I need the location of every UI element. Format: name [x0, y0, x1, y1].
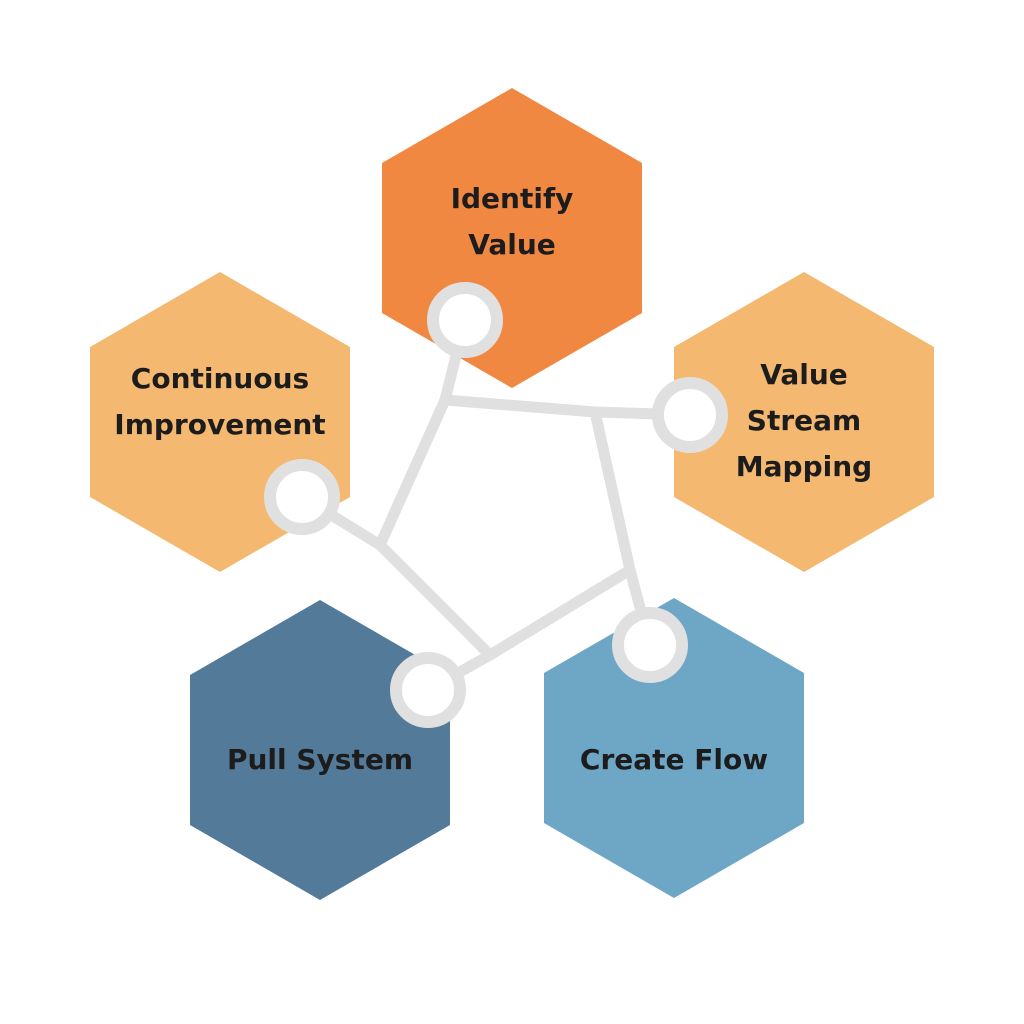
hexagon-label-line: Stream: [747, 404, 861, 437]
node-circle-pull-system: [390, 652, 466, 728]
hexagon-label-line: Identify: [451, 182, 574, 215]
hexagon-label-line: Value: [468, 228, 556, 261]
connector-line: [374, 394, 451, 551]
hexagon-label-pull-system: Pull System: [227, 743, 413, 776]
hexagon-pull-system: [190, 600, 450, 900]
node-circle-identify-value: [427, 282, 503, 358]
connector-line: [484, 564, 636, 661]
hexagon-label-line: Continuous: [131, 362, 309, 395]
connector-line: [439, 394, 601, 418]
node-circle-continuous-improvement: [264, 459, 340, 535]
hexagon-label-line: Pull System: [227, 743, 413, 776]
hexagon-label-line: Value: [760, 358, 848, 391]
hexagon-label-create-flow: Create Flow: [580, 743, 768, 776]
hexagon-label-line: Mapping: [736, 450, 872, 483]
connector-line: [374, 539, 496, 661]
hexagon-value-stream-mapping: [674, 272, 934, 572]
hexagon-create-flow: [544, 598, 804, 898]
node-circle-value-stream-mapping: [652, 377, 728, 453]
connector-line: [589, 406, 636, 576]
node-circle-create-flow: [612, 607, 688, 683]
hexagon-label-line: Improvement: [114, 408, 325, 441]
hexagon-label-line: Create Flow: [580, 743, 768, 776]
